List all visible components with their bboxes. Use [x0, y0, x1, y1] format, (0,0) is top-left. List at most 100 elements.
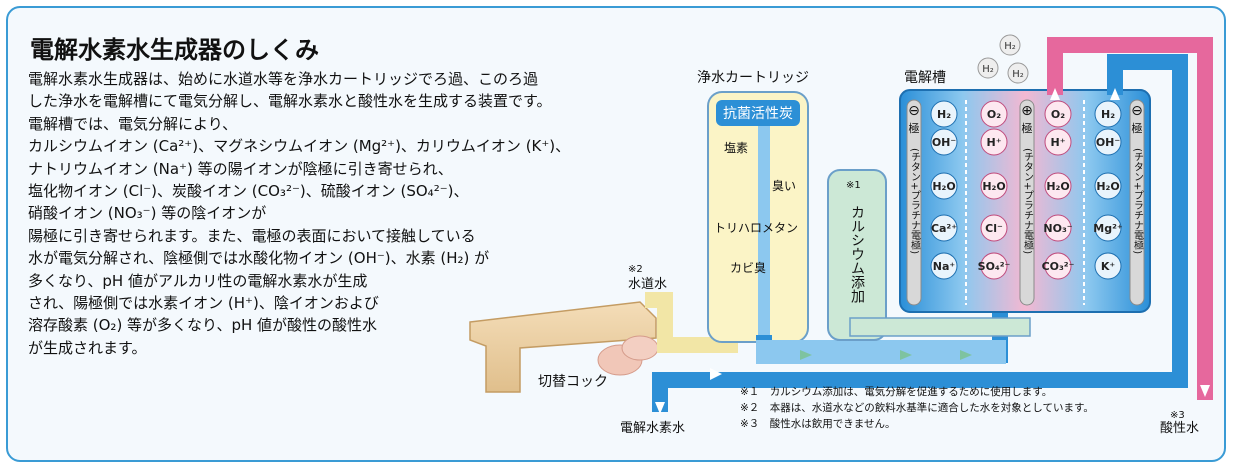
- ion-circle: [980, 100, 1008, 128]
- footnotes: ※１ カルシウム添加は、電気分解を促進するために使用します。 ※２ 本器は、水道…: [740, 384, 1094, 432]
- ion-circle: [1094, 252, 1122, 280]
- description-line: 電解槽では、電気分解により、: [28, 114, 238, 133]
- acid-water-label: 酸性水: [1160, 421, 1199, 436]
- ion-label: Mg²⁺: [1093, 222, 1123, 235]
- cell-label: 電解槽: [904, 70, 946, 86]
- ion-circle: [930, 128, 958, 156]
- hydrogen-bubble: [1007, 62, 1029, 84]
- description-line: した浄水を電解槽にて電気分解し、電解水素水と酸性水を生成する装置です。: [28, 92, 552, 111]
- filtered-water-channel: [756, 340, 1006, 364]
- acid-note-mark: ※3: [1170, 410, 1185, 421]
- ion-label: Ca²⁺: [931, 222, 957, 235]
- outflow-arrow: [655, 402, 665, 414]
- chlorine-label: 塩素: [724, 140, 748, 155]
- ion-circle: [1094, 128, 1122, 156]
- description-line: ナトリウムイオン (Na⁺) 等の陽イオンが陰極に引き寄せられ、: [28, 159, 453, 178]
- ion-label: H₂: [1101, 108, 1115, 121]
- switch-valve-part: [621, 335, 659, 361]
- cathode-sign: ⊖: [908, 103, 920, 119]
- cathode-sign: ⊖: [1131, 103, 1143, 119]
- pole-char: 極: [1022, 121, 1033, 135]
- flow-arrow: [710, 368, 722, 380]
- cartridge-core: [758, 126, 770, 340]
- page-title: 電解水素水生成器のしくみ: [30, 36, 319, 64]
- description-line: 電解水素水生成器は、始めに水道水等を浄水カートリッジでろ過、このろ過: [28, 70, 539, 88]
- description-line: 多くなり、pH 値がアルカリ性の電解水素水が生成: [28, 271, 368, 290]
- ion-label: H₂: [937, 108, 951, 121]
- footnote: ※１ カルシウム添加は、電気分解を促進するために使用します。: [740, 386, 1053, 398]
- cartridge-inner-label: 抗菌活性炭: [723, 106, 793, 122]
- ion-circle: [1044, 252, 1072, 280]
- calcium-chamber: [827, 169, 887, 341]
- trihalomethane-label: トリハロメタン: [714, 221, 798, 235]
- cell-exit-arrow: [1110, 88, 1120, 100]
- ion-circle: [980, 252, 1008, 280]
- ion-label: H₂O: [932, 180, 955, 193]
- ion-label: H⁺: [1050, 136, 1065, 149]
- description-line: 硝酸イオン (NO₃⁻) 等の陰イオンが: [28, 204, 267, 223]
- flow-arrow: [800, 350, 812, 360]
- ion-label: Na⁺: [933, 260, 956, 273]
- ion-label: O₂: [987, 108, 1001, 121]
- hydrogen-bubble: [977, 57, 999, 79]
- footnote: ※３ 酸性水は飲用できません。: [740, 418, 896, 430]
- ion-label: H₂O: [1096, 180, 1119, 193]
- ion-circle: [1044, 100, 1072, 128]
- tap-water-label: 水道水: [628, 277, 667, 292]
- h2-label: H₂: [1004, 41, 1016, 52]
- faucet: [469, 301, 657, 393]
- ion-circle: [980, 214, 1008, 242]
- pole-char: 極: [909, 121, 920, 135]
- electrode-center: [1019, 99, 1035, 306]
- ion-label: NO₃⁻: [1043, 222, 1072, 235]
- ion-circle: [930, 100, 958, 128]
- tap-note-mark: ※2: [628, 264, 643, 275]
- ion-circle: [1094, 172, 1122, 200]
- anode-sign: ⊕: [1021, 103, 1033, 119]
- ion-label: OH⁻: [1096, 136, 1121, 149]
- description-line: 水が電気分解され、陰極側では水酸化物イオン (OH⁻)、水素 (H₂) が: [28, 249, 490, 268]
- description-text: 電解水素水生成器は、始めに水道水等を浄水カートリッジでろ過、このろ過 した浄水を…: [28, 68, 678, 359]
- mold-odor-label: カビ臭: [730, 260, 766, 275]
- calcium-channel: [849, 317, 1031, 337]
- ion-circle: [930, 214, 958, 242]
- h2-label: H₂: [982, 64, 994, 75]
- ion-label: O₂: [1051, 108, 1065, 121]
- ion-circle: [1044, 128, 1072, 156]
- ion-label: H₂O: [982, 180, 1005, 193]
- ion-label: Cl⁻: [985, 222, 1003, 235]
- ion-label: H⁺: [986, 136, 1001, 149]
- ion-label: CO₃²⁻: [1042, 260, 1075, 273]
- ion-label: K⁺: [1101, 260, 1116, 273]
- electrode-right-label: (チタン+プラチナ電極): [1132, 148, 1144, 254]
- ion-circle: [1044, 214, 1072, 242]
- description-line: され、陽極側では水素イオン (H⁺)、陰イオンおよび: [28, 294, 379, 313]
- electrode-right: [1129, 99, 1145, 306]
- description-line: 塩化物イオン (Cl⁻)、炭酸イオン (CO₃²⁻)、硫酸イオン (SO₄²⁻)…: [28, 182, 469, 201]
- description-line: が生成されます。: [28, 338, 147, 357]
- flow-arrow: [960, 350, 972, 360]
- ion-label: OH⁻: [932, 136, 957, 149]
- description-line: カルシウムイオン (Ca²⁺)、マグネシウムイオン (Mg²⁺)、カリウムイオン…: [28, 137, 571, 156]
- ion-circle: [980, 172, 1008, 200]
- electrode-left: [906, 99, 922, 306]
- hydrogen-bubble: [999, 34, 1021, 56]
- calcium-note-mark: ※1: [846, 180, 861, 191]
- ion-label: SO₄²⁻: [978, 260, 1011, 273]
- cartridge-header: [716, 100, 800, 126]
- cell-exit-arrow-acid: [1050, 88, 1060, 100]
- ion-circle: [930, 252, 958, 280]
- flow-arrow: [900, 350, 912, 360]
- ion-circle: [980, 128, 1008, 156]
- h2-label: H₂: [1012, 69, 1024, 80]
- switch-cock-label: 切替コック: [538, 374, 608, 390]
- ion-circle: [1094, 100, 1122, 128]
- electrode-left-label: (チタン+プラチナ電極): [909, 148, 921, 254]
- footnote: ※２ 本器は、水道水などの飲料水基準に適合した水を対象としています。: [740, 402, 1094, 414]
- hydrogen-water-pipe: [652, 54, 1188, 412]
- hydrogen-water-label: 電解水素水: [620, 421, 685, 436]
- description-line: 陽極に引き寄せられます。また、電極の表面において接触している: [28, 226, 476, 245]
- acid-outflow-arrow: [1200, 385, 1210, 397]
- odor-label: 臭い: [772, 178, 796, 193]
- description-line: 溶存酸素 (O₂) 等が多くなり、pH 値が酸性の酸性水: [28, 316, 378, 335]
